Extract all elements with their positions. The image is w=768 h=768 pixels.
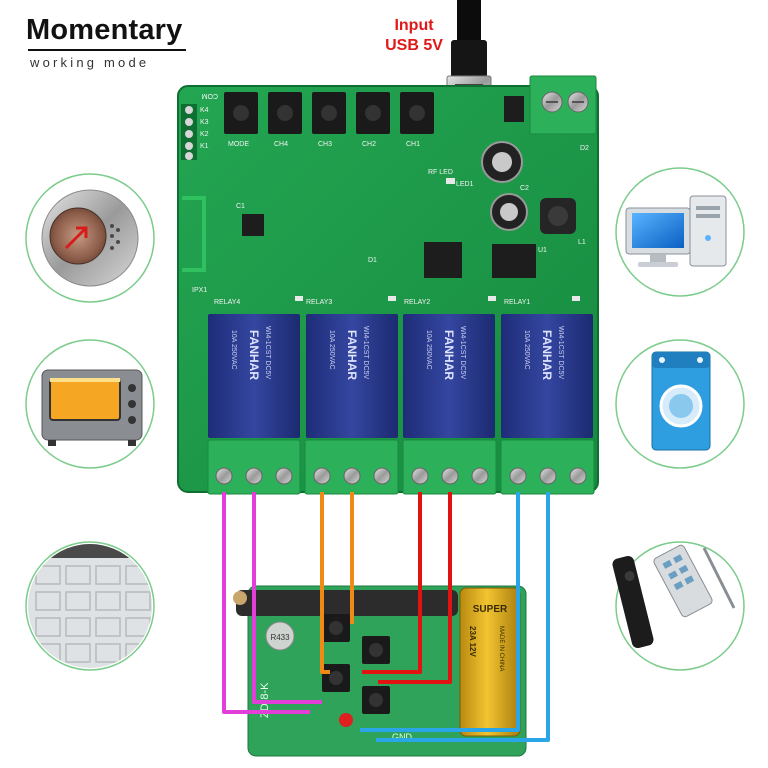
relay-3-model: WI4-1CST DC5V: [362, 326, 369, 379]
wire-orange-1: [320, 492, 330, 674]
battery-brand: SUPER: [473, 604, 508, 615]
power-input-line1: Input: [394, 17, 434, 34]
silk-c2: C2: [520, 185, 529, 192]
page-subtitle: working mode: [30, 55, 150, 70]
ics: [242, 96, 536, 278]
relay-4-rating: 10A 250VAC: [230, 330, 237, 370]
relay-3: [306, 314, 398, 438]
title-underline: [28, 49, 186, 51]
output-terminals: [207, 439, 595, 495]
wire-blue-2: [376, 492, 550, 742]
power-input-label: Input USB 5V: [364, 16, 464, 56]
power-terminal: [529, 75, 597, 135]
silk-relay4: RELAY4: [214, 299, 240, 306]
silk-d1: D1: [368, 257, 377, 264]
relay-2-rating: 10A 250VAC: [425, 330, 432, 370]
wire-magenta-2: [252, 492, 322, 704]
wire-blue-1: [360, 492, 520, 732]
silk-relay3: RELAY3: [306, 299, 332, 306]
status-leds: [295, 178, 580, 301]
remote-antenna-coil: [236, 590, 458, 616]
relay-1-model: WI4-1CST DC5V: [557, 326, 564, 379]
silk-d2: D2: [580, 145, 589, 152]
wire-red-1: [362, 492, 422, 674]
device-desktop-computer: [615, 167, 745, 297]
wire-magenta-1: [222, 492, 310, 714]
device-toaster-oven: [25, 339, 155, 469]
silk-k3: K3: [200, 119, 209, 126]
silk-rf-led: RF LED: [428, 169, 453, 176]
silk-u1: U1: [538, 247, 547, 254]
device-elevator-button: [25, 173, 155, 303]
silk-com: COM: [202, 92, 219, 99]
silk-k4: K4: [200, 107, 209, 114]
relay-2-model: WI4-1CST DC5V: [459, 326, 466, 379]
silk-k2: K2: [200, 131, 209, 138]
silk-mode: MODE: [228, 141, 249, 148]
relay-4-model: WI4-1CST DC5V: [264, 326, 271, 379]
pcb-antenna: [182, 196, 206, 272]
silk-k1: K1: [200, 143, 209, 150]
remote-board-code: ZD-8-K: [259, 682, 271, 718]
silk-relay2: RELAY2: [404, 299, 430, 306]
wire-red-2: [378, 492, 452, 684]
relay-4: [208, 314, 300, 438]
relay-4-brand: FANHAR: [247, 330, 261, 380]
silk-relay1: RELAY1: [504, 299, 530, 306]
pcb-silkscreen: COM K4 K3 K2 K1 MODE CH4 CH3 CH2 CH1 RF …: [192, 92, 589, 306]
silk-ch4: CH4: [274, 141, 288, 148]
header-pins: [181, 104, 197, 160]
silk-l1: L1: [578, 239, 586, 246]
tactile-buttons: [224, 92, 434, 134]
relay-pcb: COM K4 K3 K2 K1 MODE CH4 CH3 CH2 CH1 RF …: [177, 75, 599, 495]
device-garage-door: [25, 541, 155, 671]
power-input-line2: USB 5V: [385, 37, 443, 54]
device-rf-remote-control: [612, 541, 745, 671]
battery-label: MADE IN CHINA: [498, 626, 504, 671]
remote-chip: [265, 621, 295, 651]
device-washing-machine: [615, 339, 745, 469]
relay-1-rating: 10A 250VAC: [523, 330, 530, 370]
remote-led: [339, 713, 353, 727]
relay-2: [403, 314, 495, 438]
relay-1: [501, 314, 593, 438]
battery-side: 23A 12V: [468, 626, 477, 658]
silk-ch1: CH1: [406, 141, 420, 148]
relay-2-brand: FANHAR: [442, 330, 456, 380]
silk-ch2: CH2: [362, 141, 376, 148]
relays: FANHAR FANHAR FANHAR FANHAR WI4-1CST DC5…: [208, 314, 593, 438]
wires: [222, 492, 550, 742]
silk-c1: C1: [236, 203, 245, 210]
arrow-icon: [64, 226, 88, 250]
relay-3-brand: FANHAR: [345, 330, 359, 380]
capacitors: [481, 141, 528, 231]
relay-3-rating: 10A 250VAC: [328, 330, 335, 370]
silk-ipx1: IPX1: [192, 287, 207, 294]
remote-chip-label: R433: [270, 633, 290, 642]
relay-1-brand: FANHAR: [540, 330, 554, 380]
silk-ch3: CH3: [318, 141, 332, 148]
page-title: Momentary: [26, 14, 183, 46]
silk-led1: LED1: [456, 181, 474, 188]
remote-gnd: GND: [392, 732, 413, 742]
remote-buttons: [322, 614, 390, 714]
